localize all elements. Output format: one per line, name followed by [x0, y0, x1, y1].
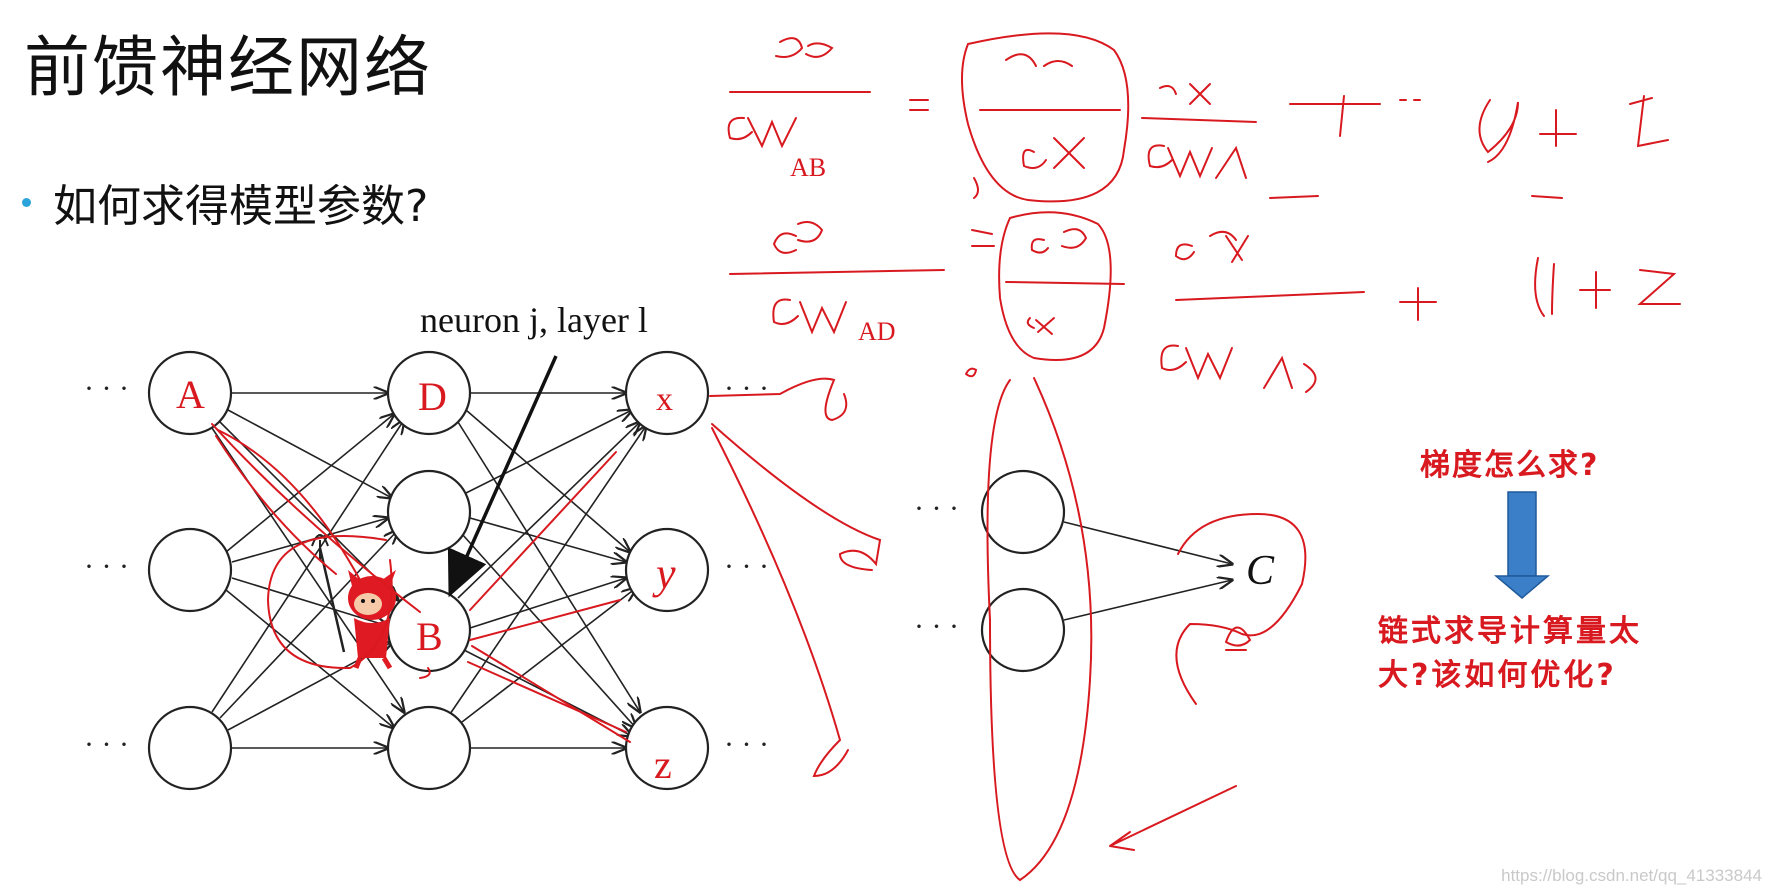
edge-m-d — [225, 414, 394, 553]
edge-4-y — [461, 588, 636, 723]
edge-out-2 — [1063, 580, 1232, 621]
node-input-2 — [147, 527, 233, 613]
svg-text:AB: AB — [790, 153, 826, 182]
chain-rule-question: 链式求导计算量太大?该如何优化? — [1378, 614, 1642, 693]
edge-m-4 — [225, 589, 394, 728]
nodes — [147, 350, 1066, 791]
node-a — [147, 350, 233, 436]
edge-a-2 — [227, 409, 392, 498]
node-label-z: z — [654, 742, 672, 787]
ellipsis: · · · — [84, 728, 129, 761]
edge-2-y — [469, 517, 626, 562]
ellipsis: · · · — [724, 372, 769, 405]
ellipsis: · · · — [914, 610, 959, 643]
edge-4-x — [449, 426, 646, 715]
node-out-1 — [980, 469, 1066, 555]
edges-layer2-layer3 — [449, 393, 646, 748]
node-z — [624, 705, 710, 791]
handwriting-overlay: AB AD — [211, 32, 1681, 882]
node-d — [386, 350, 472, 436]
edge-b-y — [469, 578, 626, 629]
node-y — [624, 527, 710, 613]
ellipsis: · · · — [724, 728, 769, 761]
node-out-2 — [980, 587, 1066, 673]
node-label-x: x — [656, 381, 673, 418]
edge-d-z — [457, 421, 640, 712]
edge-2-x — [463, 410, 632, 495]
gradient-question: 梯度怎么求? — [1420, 448, 1600, 483]
node-x — [624, 350, 710, 436]
devil-mascot-icon — [311, 534, 396, 670]
bullet-dot-icon — [22, 197, 31, 207]
edges-output — [1063, 521, 1232, 621]
ellipsis: · · · — [84, 550, 129, 583]
node-labels: A D B x y z — [176, 372, 676, 787]
edge-m-b — [231, 577, 388, 626]
edge-l-2 — [219, 530, 398, 719]
node-label-d: D — [418, 374, 447, 419]
ellipsis: · · · — [914, 492, 959, 525]
ellipsis: · · · — [84, 372, 129, 405]
node-label-y: y — [652, 549, 676, 598]
layer-pointer-arrow — [447, 355, 558, 598]
layer-label: neuron j, layer l — [420, 300, 648, 340]
output-label: C — [1246, 548, 1275, 594]
down-arrow-icon — [1493, 491, 1551, 599]
edge-l-d — [211, 420, 404, 713]
ellipsis-group: · · · · · · · · · · · · · · · · · · · · … — [84, 372, 959, 761]
watermark-text: https://blog.csdn.net/qq_41333844 — [1501, 866, 1762, 885]
node-label-b: B — [416, 614, 443, 659]
slide-title: 前馈神经网络 — [24, 29, 432, 106]
edges-layer1-layer2 — [211, 393, 404, 748]
svg-text:AD: AD — [858, 317, 896, 346]
edge-d-y — [465, 409, 630, 552]
node-input-3 — [147, 705, 233, 791]
node-hidden-2 — [386, 469, 472, 555]
ellipsis: · · · — [724, 550, 769, 583]
bullet-item: 如何求得模型参数? — [22, 170, 428, 234]
edge-out-1 — [1063, 521, 1232, 564]
bullet-text: 如何求得模型参数? — [53, 181, 429, 232]
edge-b-x — [457, 422, 640, 599]
node-label-a: A — [176, 372, 205, 417]
node-hidden-4 — [386, 705, 472, 791]
